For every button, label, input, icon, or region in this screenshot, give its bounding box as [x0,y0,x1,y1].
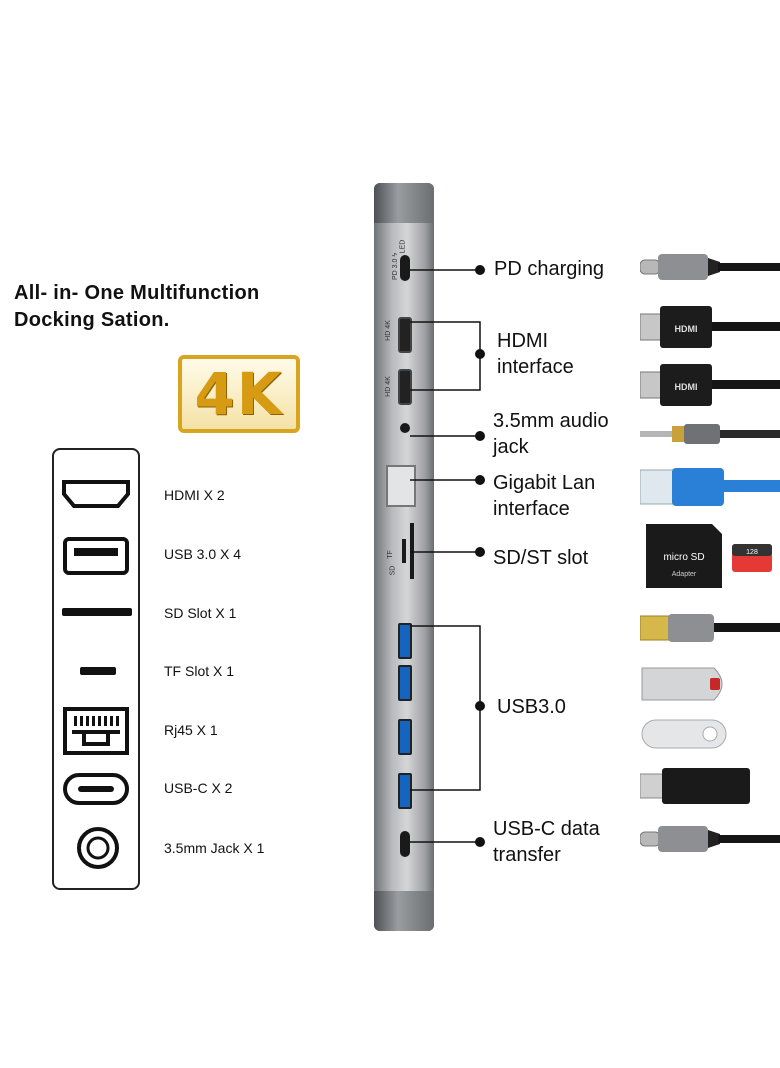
usb-c-pd-port [400,255,410,281]
usb3-port-4 [398,773,412,809]
port-label-rj45: Rj45 X 1 [164,722,218,738]
hdmi-cable-image-2: HDMI [640,364,780,406]
port-label-hdmi: HDMI X 2 [164,487,225,503]
usb-c-cable-image [640,254,780,280]
callout-usb3: USB3.0 [497,696,566,718]
callout-usbc: USB-C data transfer [493,818,600,866]
sd-slot-icon [62,608,132,616]
usb-flash-drive-2 [641,719,727,749]
micro-sd-size: 128 [746,549,758,556]
hub-mark-hd2: HD 4K [384,376,392,397]
callout-sd: SD/ST slot [493,547,589,569]
hub-mark-pd: PD 3.0 ϟ [392,252,400,281]
callout-pd-charging: PD charging [494,258,605,280]
hub-mark-led: LED [399,239,407,254]
usb-a-cable-image [640,614,780,642]
port-label-jack: 3.5mm Jack X 1 [164,840,265,856]
audio-cable-image [640,424,780,444]
usb-flash-drive-1 [641,667,723,701]
port-list-panel [52,448,140,890]
hdmi-port-2 [398,369,412,405]
product-title: All- in- One Multifunction Docking Satio… [14,282,260,331]
4k-badge: 4K [178,355,300,433]
port-label-usb: USB 3.0 X 4 [164,546,242,562]
hub-mark-hd1: HD 4K [384,320,392,341]
hub-top-cap [374,183,434,223]
micro-sd-text: micro SD [663,552,704,563]
usb3-port-1 [398,623,412,659]
port-label-sd: SD Slot X 1 [164,605,237,621]
usb-a-port-icon [63,537,129,575]
port-label-usbc: USB-C X 2 [164,780,233,796]
docking-hub: PD 3.0 ϟ LED HD 4K HD 4K TF SD [374,183,434,931]
tf-slot-icon [80,667,116,675]
usb-c-data-port [400,831,410,857]
usb3-port-2 [398,665,412,701]
audio-jack-icon [77,827,119,869]
hdmi-plug-text-2: HDMI [675,382,698,392]
callout-lan: Gigabit Lan interface [493,472,596,520]
tf-slot [402,539,406,563]
hub-bottom-cap [374,891,434,931]
hdmi-port-1 [398,317,412,353]
hub-mark-tf: TF [386,550,394,559]
hub-mark-sd: SD [389,565,397,576]
audio-jack-port [400,423,410,433]
callout-hdmi: HDMI interface [497,330,574,378]
rj45-port-icon [63,707,129,755]
sd-card-image: micro SD Adapter [646,524,722,588]
usb3-port-3 [398,719,412,755]
usb-dongle-image [640,768,750,804]
usb-c-data-cable-image [640,826,780,852]
sd-slot [410,523,414,579]
micro-sd-card-image: 128 [732,544,772,572]
hdmi-port-icon [62,480,130,508]
4k-badge-text: 4K [194,360,284,428]
callout-lines [410,265,485,847]
usb-c-port-icon [63,773,129,805]
hdmi-cable-image-1: HDMI [640,306,780,348]
port-label-tf: TF Slot X 1 [164,663,235,679]
lan-cable-image [640,468,780,506]
hdmi-plug-text: HDMI [675,324,698,334]
adapter-text: Adapter [672,571,697,578]
callout-audio: 3.5mm audio jack [493,410,609,458]
rj45-port [386,465,416,507]
